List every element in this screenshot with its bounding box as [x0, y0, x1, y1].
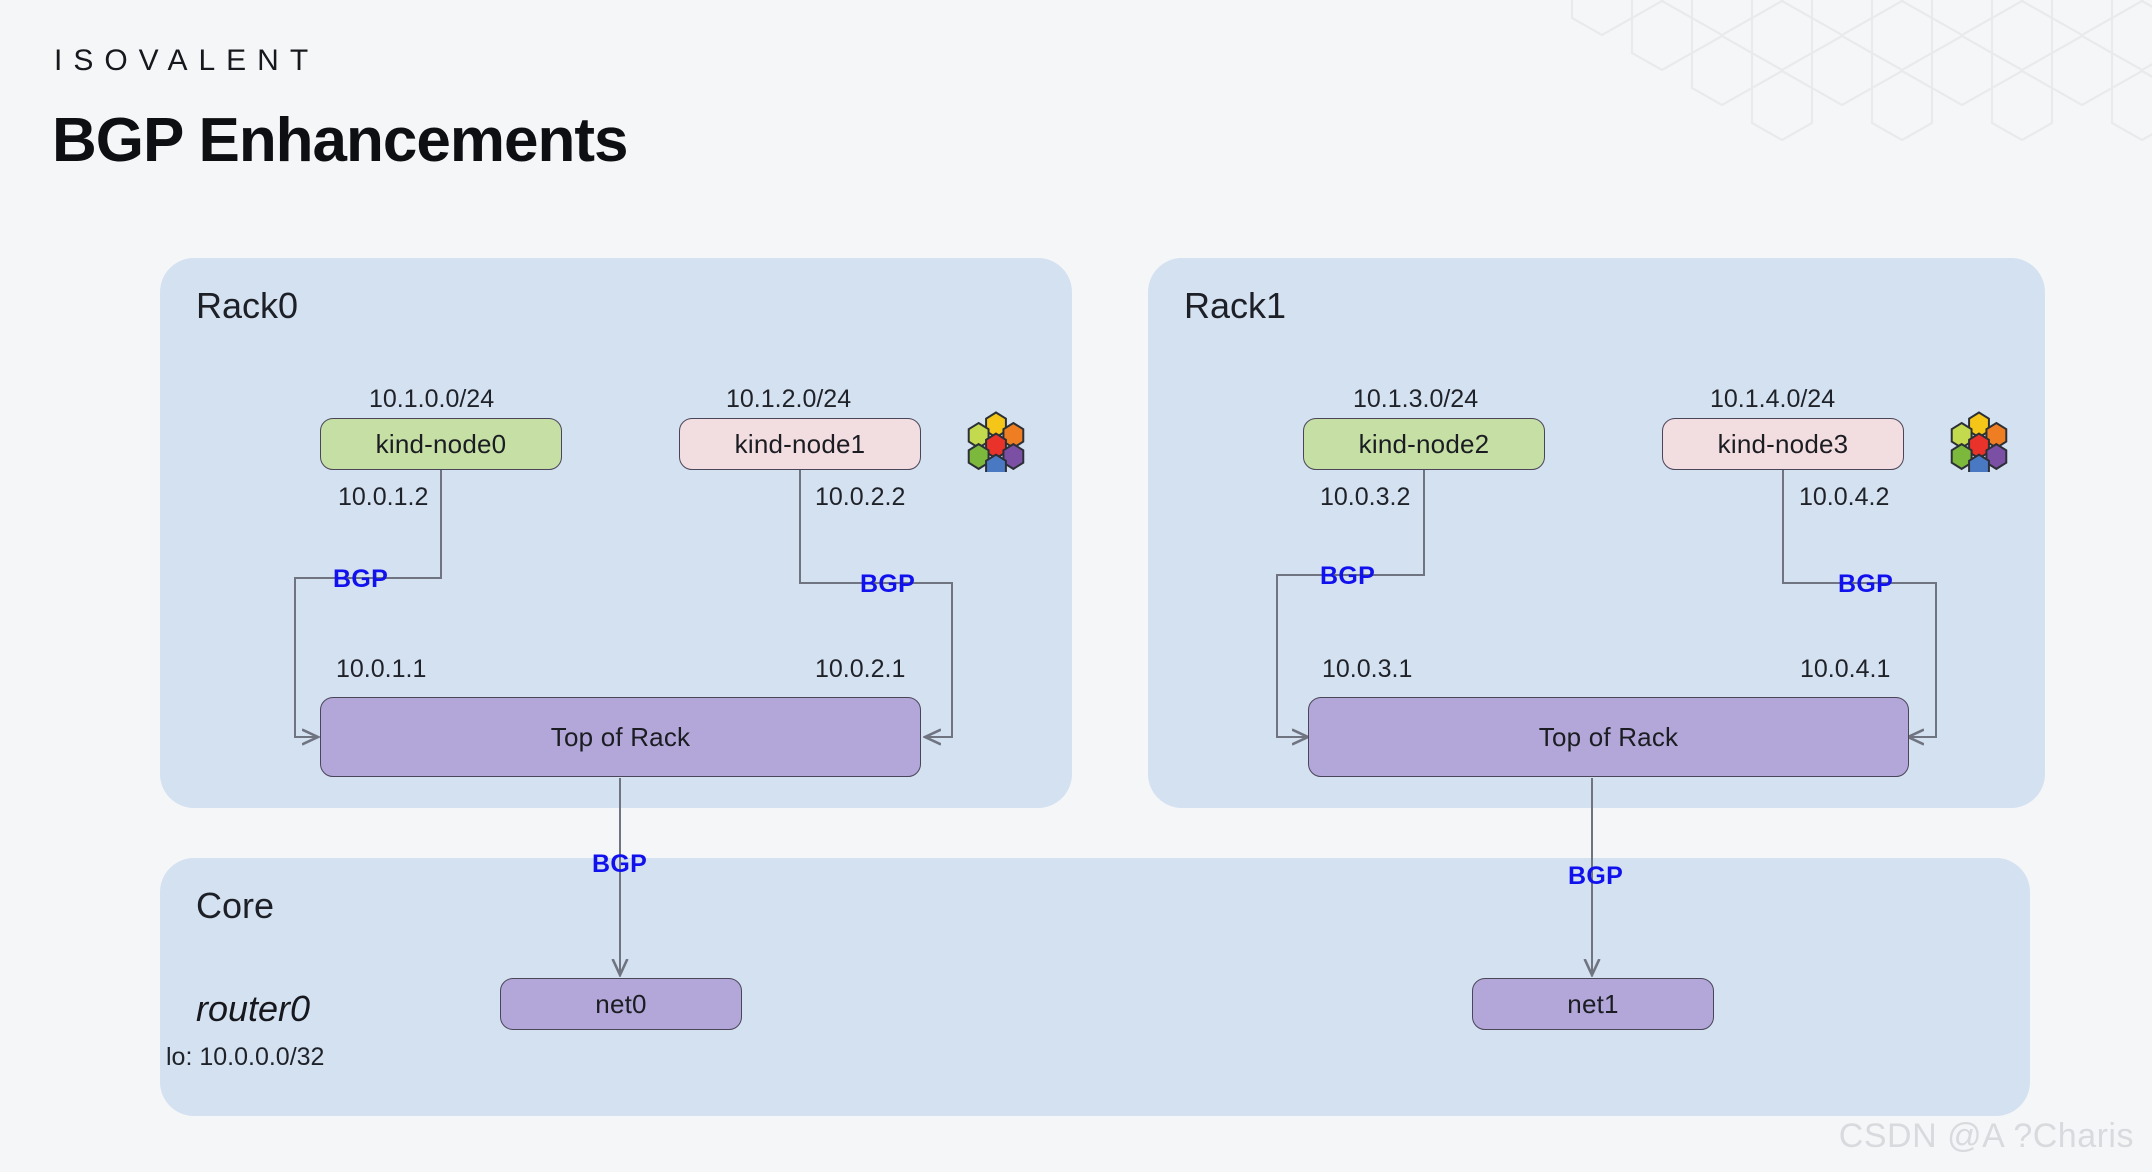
node-kind-node1[interactable]: kind-node1 — [679, 418, 921, 470]
page-title: BGP Enhancements — [52, 106, 628, 175]
bgp-label-core-right: BGP — [1568, 862, 1624, 890]
bgp-label-core-left: BGP — [592, 850, 648, 878]
bgp-label-rack1-left: BGP — [1320, 562, 1376, 590]
core-router-name: router0 — [196, 988, 311, 1029]
node-kind-node2[interactable]: kind-node2 — [1303, 418, 1545, 470]
tor1-left-ip: 10.0.3.1 — [1322, 655, 1413, 683]
node-ip-node3: 10.0.4.2 — [1799, 483, 1890, 511]
node-label-kind-node0: kind-node0 — [375, 428, 507, 459]
node-label-kind-node1: kind-node1 — [734, 428, 866, 459]
panel-label-rack1: Rack1 — [1184, 285, 1287, 326]
core-net0-label: net0 — [595, 988, 647, 1019]
node-kind-node3[interactable]: kind-node3 — [1662, 418, 1904, 470]
core-router-loopback: lo: 10.0.0.0/32 — [166, 1043, 325, 1071]
node-label-kind-node3: kind-node3 — [1717, 428, 1849, 459]
top-of-rack-1[interactable]: Top of Rack — [1308, 697, 1909, 777]
core-net1[interactable]: net1 — [1472, 978, 1714, 1030]
node-label-kind-node2: kind-node2 — [1358, 428, 1490, 459]
panel-label-core: Core — [196, 885, 275, 926]
bgp-label-rack1-right: BGP — [1838, 570, 1894, 598]
top-of-rack-0-label: Top of Rack — [550, 721, 691, 752]
isovalent-logo-wordmark: ISOVALENT — [54, 44, 320, 77]
core-net1-label: net1 — [1567, 988, 1619, 1019]
csdn-watermark: CSDN @A ?Charis — [1838, 1117, 2134, 1155]
bgp-label-rack0-left: BGP — [333, 565, 389, 593]
pod-cidr-node3: 10.1.4.0/24 — [1710, 385, 1836, 413]
cilium-hexagon-logo — [1950, 411, 2008, 472]
honeycomb-pattern-decoration — [1570, 0, 2152, 142]
bgp-label-rack0-right: BGP — [860, 570, 916, 598]
pod-cidr-node1: 10.1.2.0/24 — [726, 385, 852, 413]
panel-label-rack0: Rack0 — [196, 285, 299, 326]
panel-core — [160, 858, 2030, 1116]
tor0-left-ip: 10.0.1.1 — [336, 655, 427, 683]
tor0-right-ip: 10.0.2.1 — [815, 655, 906, 683]
pod-cidr-node2: 10.1.3.0/24 — [1353, 385, 1479, 413]
tor1-right-ip: 10.0.4.1 — [1800, 655, 1891, 683]
core-net0[interactable]: net0 — [500, 978, 742, 1030]
node-ip-node0: 10.0.1.2 — [338, 483, 429, 511]
node-kind-node0[interactable]: kind-node0 — [320, 418, 562, 470]
cilium-hexagon-logo — [967, 411, 1025, 472]
top-of-rack-0[interactable]: Top of Rack — [320, 697, 921, 777]
node-ip-node1: 10.0.2.2 — [815, 483, 906, 511]
top-of-rack-1-label: Top of Rack — [1538, 721, 1679, 752]
node-ip-node2: 10.0.3.2 — [1320, 483, 1411, 511]
pod-cidr-node0: 10.1.0.0/24 — [369, 385, 495, 413]
